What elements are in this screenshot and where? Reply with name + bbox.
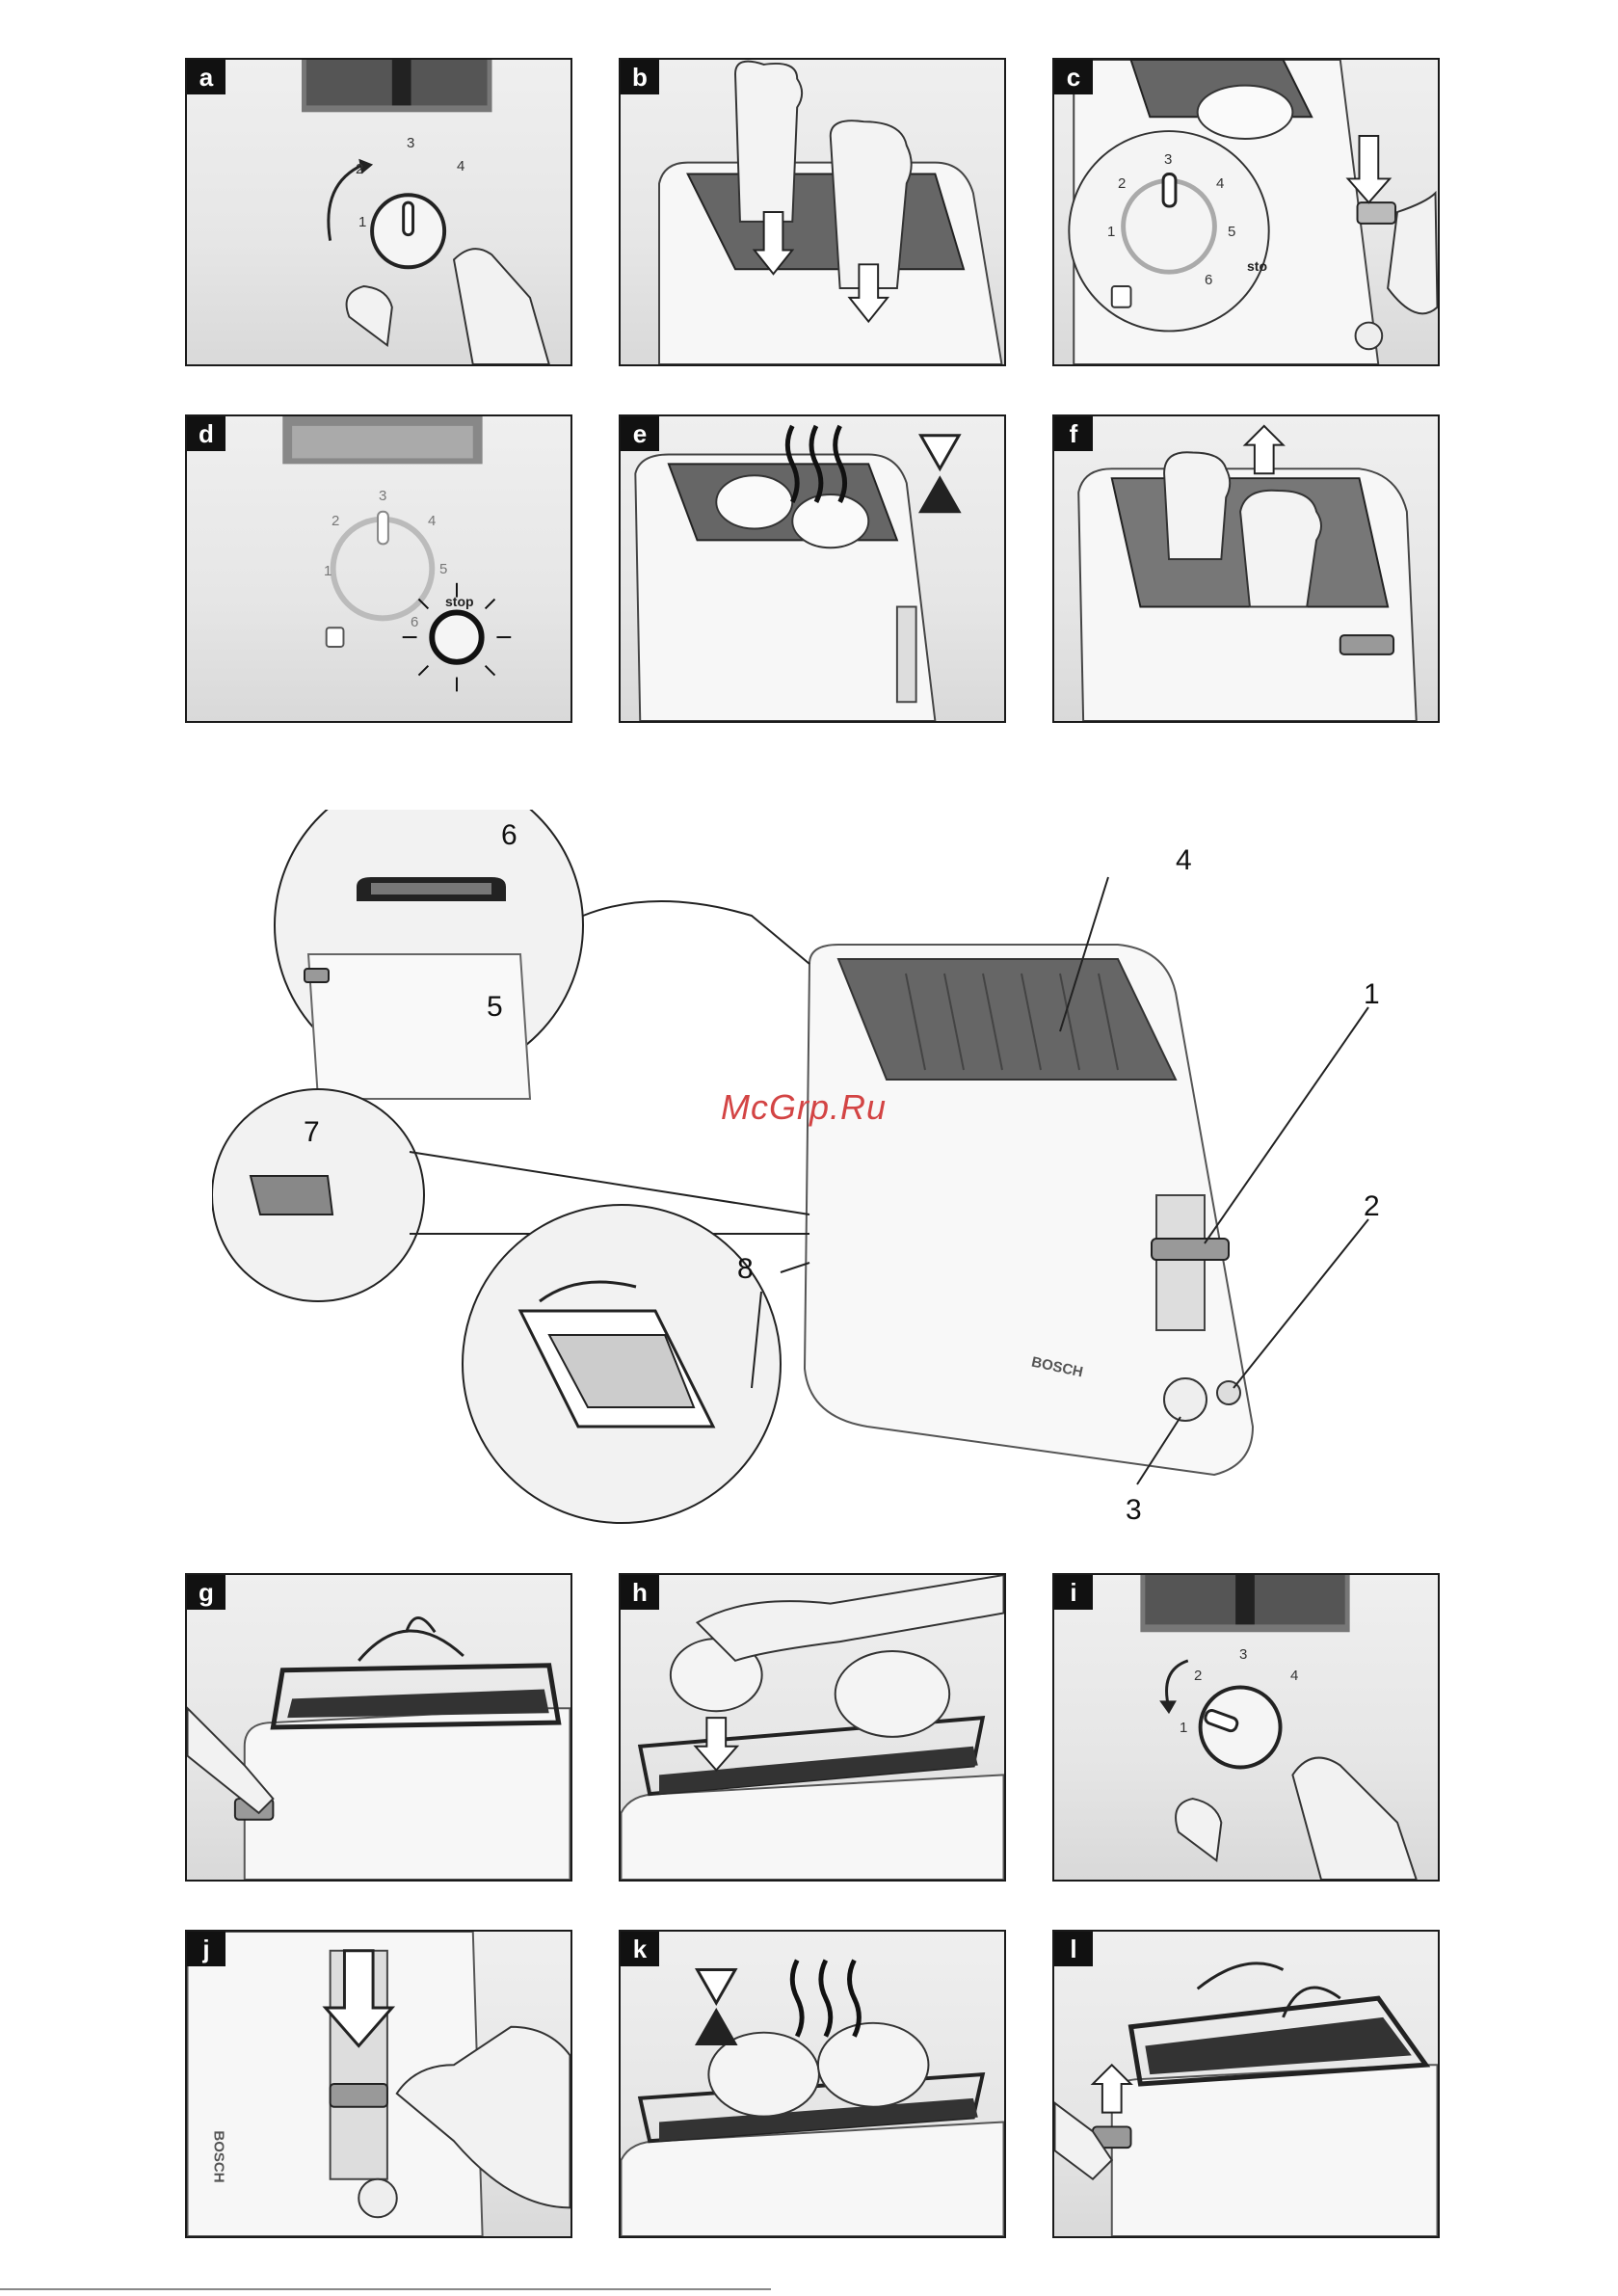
illustration-set-dial-warming xyxy=(1054,1575,1438,1880)
dial-number: 2 xyxy=(332,513,339,529)
dial-number: 1 xyxy=(324,563,332,579)
illustration-place-rolls xyxy=(621,1575,1004,1880)
panel-letter: g xyxy=(187,1575,225,1610)
toaster-overview-illustration xyxy=(212,810,1407,1542)
dial-number: 6 xyxy=(1205,272,1212,288)
illustration-toasting xyxy=(621,416,1004,721)
panel-letter: f xyxy=(1054,416,1093,451)
dial-number: 2 xyxy=(1194,1668,1202,1684)
illustration-warming-rolls xyxy=(621,1932,1004,2236)
panel-letter: a xyxy=(187,60,225,94)
dial-number: 1 xyxy=(358,214,366,230)
panel-letter: i xyxy=(1054,1575,1093,1610)
panel-letter: l xyxy=(1054,1932,1093,1966)
illustration-press-lever-rolls xyxy=(187,1932,570,2236)
dial-number: 5 xyxy=(1228,224,1235,240)
panel-a: a 1 2 3 4 xyxy=(185,58,572,366)
dial-number: 3 xyxy=(407,135,414,151)
callout-4: 4 xyxy=(1176,844,1192,877)
dial-number: 6 xyxy=(411,614,418,630)
dial-number: 4 xyxy=(457,158,464,174)
callout-5: 5 xyxy=(487,991,503,1024)
callout-6: 6 xyxy=(501,819,517,852)
dial-number: 4 xyxy=(428,513,436,529)
panel-letter: k xyxy=(621,1932,659,1966)
panel-letter: e xyxy=(621,416,659,451)
illustration-press-lever xyxy=(1054,60,1438,364)
stop-label: sto xyxy=(1247,258,1267,274)
dial-number: 3 xyxy=(1239,1646,1247,1663)
dial-number: 2 xyxy=(1118,175,1126,192)
illustration-fold-in-rack xyxy=(1054,1932,1438,2236)
panel-i: i 1 2 3 4 xyxy=(1052,1573,1440,1882)
panel-letter: h xyxy=(621,1575,659,1610)
panel-k: k xyxy=(619,1930,1006,2238)
dial-number: 4 xyxy=(1290,1668,1298,1684)
panel-l: l xyxy=(1052,1930,1440,2238)
illustration-set-browning-dial xyxy=(187,60,570,364)
callout-7: 7 xyxy=(304,1116,320,1149)
illustration-stop-button xyxy=(187,416,570,721)
dial-number: 4 xyxy=(1216,175,1224,192)
panel-d: d 1 2 3 4 5 6 stop xyxy=(185,414,572,723)
footer-rule xyxy=(0,2288,771,2290)
panel-letter: j xyxy=(187,1932,225,1966)
watermark: McGrp.Ru xyxy=(721,1087,887,1128)
dial-number: 5 xyxy=(439,561,447,577)
stop-label: stop xyxy=(445,594,474,609)
overview-figure: 6 5 7 8 4 1 2 3 BOSCH xyxy=(212,810,1407,1542)
panel-c: c 1 2 3 4 5 6 sto xyxy=(1052,58,1440,366)
callout-3: 3 xyxy=(1126,1494,1142,1527)
dial-number: 1 xyxy=(1180,1720,1187,1736)
panel-letter: c xyxy=(1054,60,1093,94)
panel-letter: b xyxy=(621,60,659,94)
panel-g: g xyxy=(185,1573,572,1882)
dial-number: 3 xyxy=(379,488,386,504)
dial-number: 3 xyxy=(1164,151,1172,168)
panel-e: e xyxy=(619,414,1006,723)
brand-logo-text: BOSCH xyxy=(211,2130,227,2182)
dial-number: 2 xyxy=(356,161,363,177)
panel-b: b xyxy=(619,58,1006,366)
illustration-insert-bread xyxy=(621,60,1004,364)
panel-f: f xyxy=(1052,414,1440,723)
callout-2: 2 xyxy=(1364,1190,1380,1223)
panel-letter: d xyxy=(187,416,225,451)
callout-8: 8 xyxy=(737,1253,754,1286)
dial-number: 1 xyxy=(1107,224,1115,240)
panel-j: j BOSCH xyxy=(185,1930,572,2238)
panel-h: h xyxy=(619,1573,1006,1882)
illustration-fold-out-rack xyxy=(187,1575,570,1880)
callout-1: 1 xyxy=(1364,978,1380,1011)
illustration-toast-pops-up xyxy=(1054,416,1438,721)
